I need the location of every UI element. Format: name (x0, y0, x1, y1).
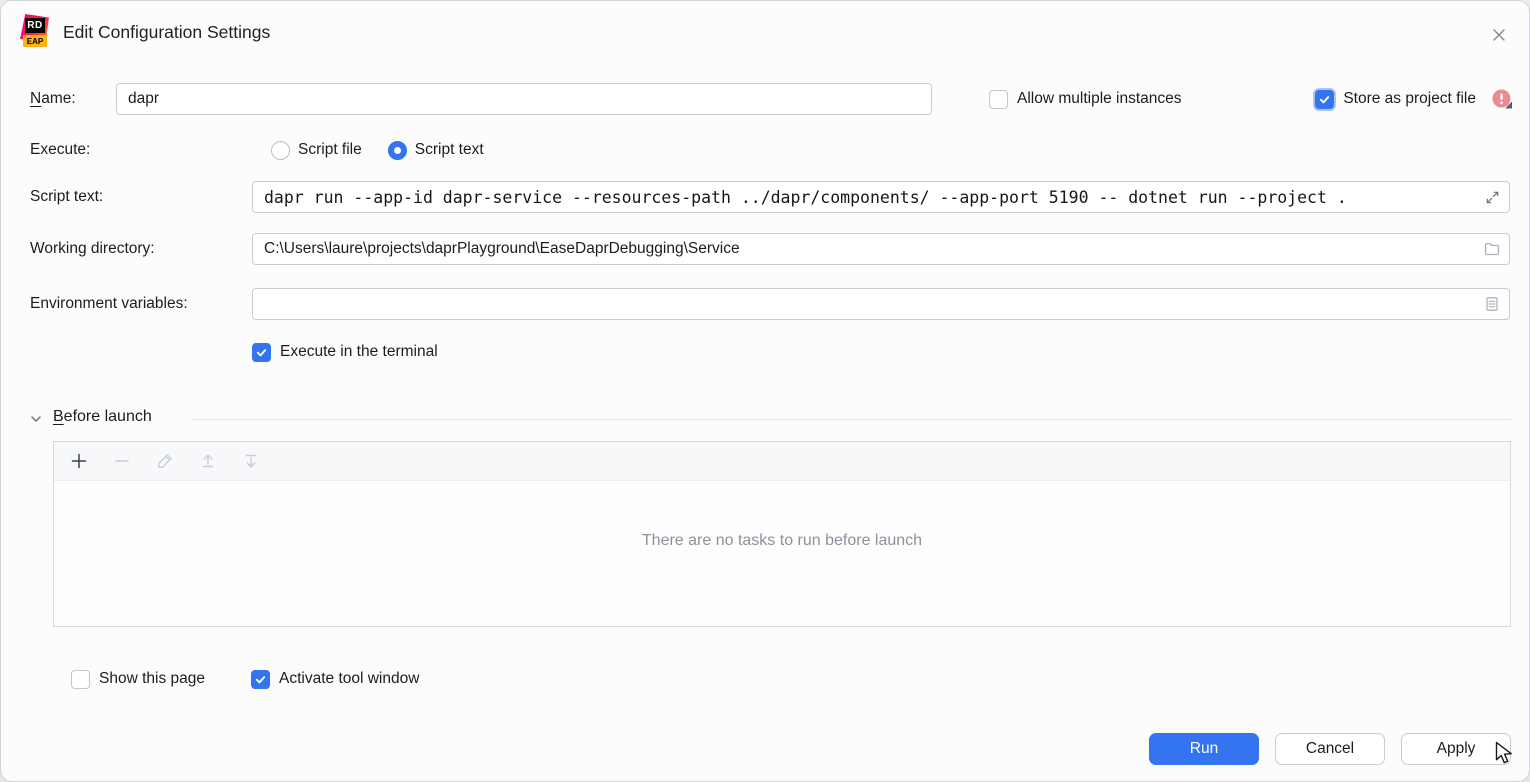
close-icon[interactable] (1487, 23, 1511, 47)
environment-variables-field[interactable] (252, 288, 1510, 320)
activate-tool-window-label[interactable]: Activate tool window (279, 670, 420, 687)
remove-task-icon[interactable] (110, 449, 134, 473)
working-directory-label: Working directory: (30, 240, 155, 257)
cancel-button[interactable]: Cancel (1275, 733, 1385, 765)
rider-eap-logo: RD EAP (19, 14, 51, 50)
execute-label: Execute: (30, 141, 91, 158)
before-launch-empty-text: There are no tasks to run before launch (641, 532, 923, 549)
name-label-rest: ame: (41, 90, 76, 107)
before-launch-panel: There are no tasks to run before launch (53, 441, 1511, 627)
execute-in-terminal-group: Execute in the terminal (252, 336, 438, 368)
show-this-page-label[interactable]: Show this page (99, 670, 205, 687)
show-this-page-group: Show this page (71, 663, 205, 695)
script-text-field[interactable]: dapr run --app-id dapr-service --resourc… (252, 181, 1510, 213)
move-down-icon[interactable] (239, 449, 263, 473)
store-as-project-file-group: Store as project file (1315, 83, 1513, 115)
name-label-mnemonic: N (30, 90, 42, 107)
apply-button[interactable]: Apply (1401, 733, 1511, 765)
script-text-label[interactable]: Script text (414, 141, 484, 158)
show-this-page-checkbox[interactable] (71, 669, 90, 689)
store-warning-icon[interactable] (1492, 89, 1513, 110)
store-as-project-file-label[interactable]: Store as project file (1343, 90, 1476, 107)
edit-task-icon[interactable] (153, 449, 177, 473)
before-launch-title-rest: efore launch (63, 408, 152, 425)
store-as-project-file-checkbox[interactable] (1315, 89, 1335, 109)
environment-variables-label: Environment variables: (30, 295, 188, 312)
dialog-title: Edit Configuration Settings (63, 22, 271, 42)
working-directory-field[interactable]: C:\Users\laure\projects\daprPlayground\E… (252, 233, 1510, 265)
working-directory-value[interactable]: C:\Users\laure\projects\daprPlayground\E… (264, 240, 740, 257)
before-launch-separator (191, 419, 1511, 420)
script-text-value[interactable]: dapr run --app-id dapr-service --resourc… (264, 187, 1347, 207)
expand-editor-icon[interactable] (1484, 189, 1501, 206)
before-launch-chevron-icon[interactable] (28, 411, 44, 432)
name-input[interactable] (128, 90, 923, 108)
mouse-cursor-icon (1494, 741, 1517, 772)
name-label: Name: (30, 90, 76, 108)
activate-tool-window-checkbox[interactable] (251, 669, 270, 689)
allow-multiple-instances-group: Allow multiple instances (989, 83, 1182, 115)
script-file-radio[interactable] (271, 140, 290, 160)
env-list-icon[interactable] (1483, 295, 1501, 313)
script-text-radio[interactable] (387, 140, 407, 160)
before-launch-title[interactable]: Before launch (53, 408, 152, 426)
allow-multiple-instances-label[interactable]: Allow multiple instances (1017, 90, 1182, 107)
add-task-icon[interactable] (67, 449, 91, 473)
folder-icon[interactable] (1483, 240, 1501, 258)
name-field[interactable] (116, 83, 932, 115)
rider-logo-text: RD (25, 18, 45, 33)
before-launch-toolbar (54, 442, 1510, 481)
script-file-label[interactable]: Script file (298, 141, 362, 158)
execute-radio-group: Script file Script text (271, 134, 484, 166)
activate-tool-window-group: Activate tool window (251, 663, 419, 695)
run-button[interactable]: Run (1149, 733, 1259, 765)
before-launch-mnemonic: B (53, 408, 64, 425)
execute-in-terminal-checkbox[interactable] (252, 342, 271, 362)
move-up-icon[interactable] (196, 449, 220, 473)
eap-badge: EAP (23, 35, 47, 47)
allow-multiple-instances-checkbox[interactable] (989, 89, 1008, 109)
script-text-row-label: Script text: (30, 188, 104, 205)
execute-in-terminal-label[interactable]: Execute in the terminal (280, 343, 438, 360)
